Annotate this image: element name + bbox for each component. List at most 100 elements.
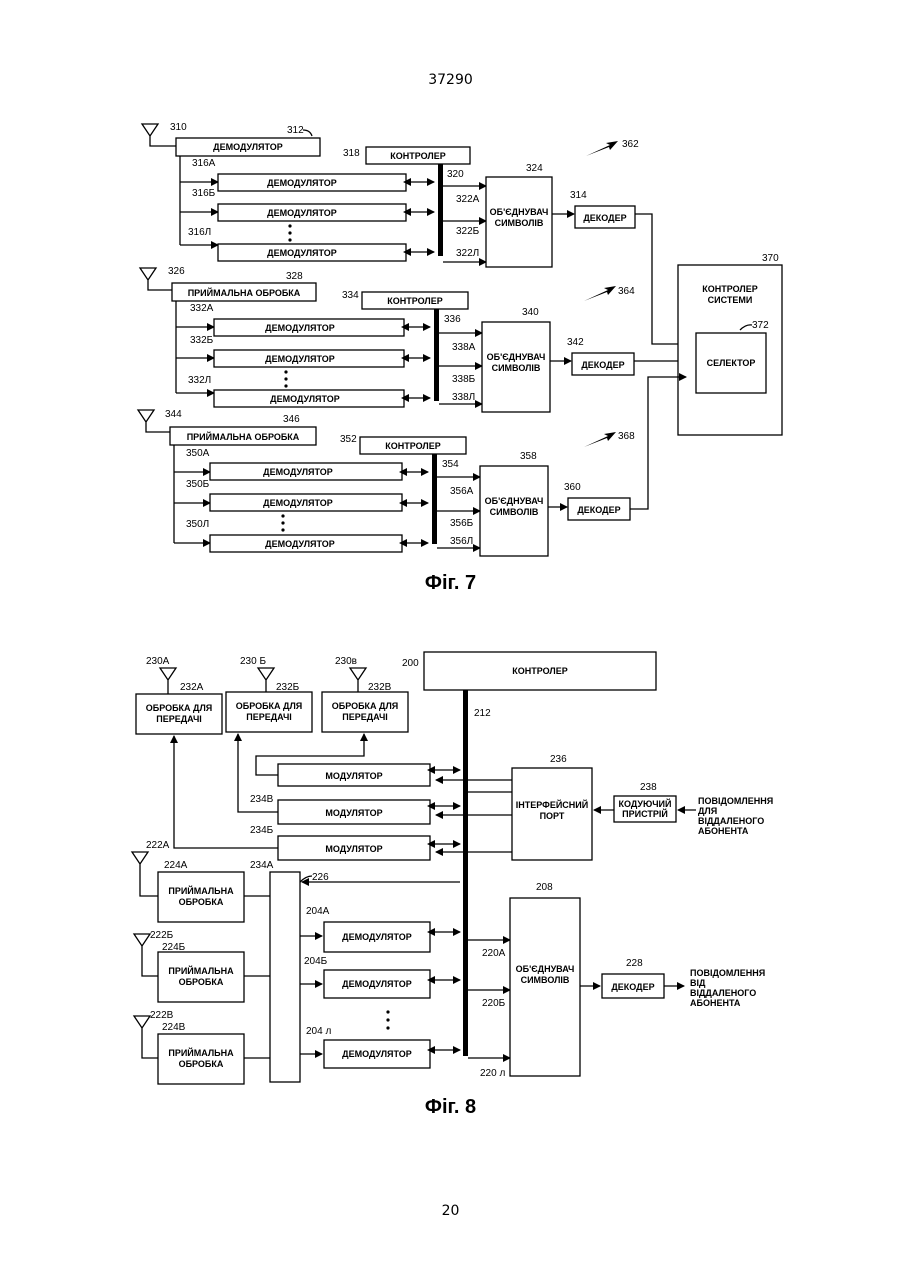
msg-for-line4: АБОНЕНТА bbox=[698, 826, 749, 836]
label-356B: 356Б bbox=[450, 518, 474, 529]
figure-7-diagram: 310 ДЕМОДУЛЯТОР 312 316А 316Б 316Л ДЕМОД… bbox=[0, 100, 901, 580]
label-316A: 316А bbox=[192, 158, 216, 169]
ellipsis-dots bbox=[284, 370, 287, 387]
label-332B: 332Б bbox=[190, 335, 214, 346]
receive-processing-346-label: ПРИЙМАЛЬНА ОБРОБКА bbox=[187, 431, 300, 442]
symbol-combiner-208-line2: СИМВОЛІВ bbox=[521, 975, 570, 985]
label-350B: 350Б bbox=[186, 479, 210, 490]
antenna-326-label: 326 bbox=[168, 266, 185, 277]
decoder-342-ref: 342 bbox=[567, 337, 584, 348]
decoder-228-ref: 228 bbox=[626, 958, 643, 969]
tx-232A-line2: ПЕРЕДАЧІ bbox=[156, 714, 202, 724]
label-338L: 338Л bbox=[452, 392, 475, 403]
msg-for-line3: ВІДДАЛЕНОГО bbox=[698, 816, 764, 826]
antenna-222A-icon bbox=[132, 852, 158, 896]
system-controller-line2: СИСТЕМИ bbox=[708, 295, 753, 305]
interface-port-line1: ІНТЕРФЕЙСНИЙ bbox=[516, 799, 588, 810]
receive-processing-346-ref: 346 bbox=[283, 414, 300, 425]
label-338A: 338А bbox=[452, 342, 476, 353]
label-220L: 220 л bbox=[480, 1068, 505, 1079]
rx-224B-line2: ОБРОБКА bbox=[179, 977, 224, 987]
selector-ref: 372 bbox=[752, 320, 769, 331]
label-338B: 338Б bbox=[452, 374, 476, 385]
arrow-368-ref: 368 bbox=[618, 431, 635, 442]
bus-336-ref: 336 bbox=[444, 314, 461, 325]
antenna-230A-label: 230А bbox=[146, 656, 170, 667]
ellipsis-dots bbox=[386, 1010, 389, 1029]
demodulator-316L-label: ДЕМОДУЛЯТОР bbox=[267, 248, 337, 258]
tx-232B-ref: 232Б bbox=[276, 682, 300, 693]
rx-224B-ref: 224Б bbox=[162, 942, 186, 953]
modulator-234A-ref: 234А bbox=[250, 860, 274, 871]
msg-for-line1: ПОВІДОМЛЕННЯ bbox=[698, 796, 773, 806]
modulator-234C-ref: 234В bbox=[250, 794, 274, 805]
symbol-combiner-340-ref: 340 bbox=[522, 307, 539, 318]
demod-204L-ref: 204 л bbox=[306, 1026, 331, 1037]
interface-port-ref: 236 bbox=[550, 754, 567, 765]
controller-352-ref: 352 bbox=[340, 434, 357, 445]
demodulator-350B-label: ДЕМОДУЛЯТОР bbox=[263, 498, 333, 508]
antenna-222C-label: 222В bbox=[150, 1010, 174, 1021]
symbol-combiner-324-line1: ОБ'ЄДНУВАЧ bbox=[490, 207, 549, 217]
arrow-362-icon bbox=[586, 141, 618, 156]
switch-226-box bbox=[270, 872, 300, 1082]
label-332L: 332Л bbox=[188, 375, 211, 386]
rx-224A-line1: ПРИЙМАЛЬНА bbox=[168, 885, 234, 896]
symbol-combiner-340-line1: ОБ'ЄДНУВАЧ bbox=[487, 352, 546, 362]
modulator-234B-label: МОДУЛЯТОР bbox=[325, 808, 382, 818]
antenna-222C-icon bbox=[134, 1016, 158, 1058]
label-322A: 322А bbox=[456, 194, 480, 205]
ellipsis-dots bbox=[281, 514, 284, 531]
bus-354-ref: 354 bbox=[442, 459, 459, 470]
antenna-230C-icon bbox=[350, 668, 366, 692]
tx-232B-line1: ОБРОБКА ДЛЯ bbox=[236, 701, 303, 711]
decoder-314-label: ДЕКОДЕР bbox=[583, 213, 626, 223]
controller-318-label: КОНТРОЛЕР bbox=[390, 151, 445, 161]
label-316L: 316Л bbox=[188, 227, 211, 238]
decoder-342-label: ДЕКОДЕР bbox=[581, 360, 624, 370]
decoder-360-label: ДЕКОДЕР bbox=[577, 505, 620, 515]
bus-354 bbox=[432, 454, 437, 544]
demodulator-204B-label: ДЕМОДУЛЯТОР bbox=[342, 979, 412, 989]
rx-224C-line2: ОБРОБКА bbox=[179, 1059, 224, 1069]
msg-from-line1: ПОВІДОМЛЕННЯ bbox=[690, 968, 765, 978]
label-356A: 356А bbox=[450, 486, 474, 497]
system-controller-ref: 370 bbox=[762, 253, 779, 264]
antenna-222A-label: 222А bbox=[146, 840, 170, 851]
interface-port-line2: ПОРТ bbox=[540, 811, 565, 821]
tx-232C-line2: ПЕРЕДАЧІ bbox=[342, 712, 388, 722]
antenna-222B-label: 222Б bbox=[150, 930, 174, 941]
antenna-230B-icon bbox=[258, 668, 274, 692]
label-220B: 220Б bbox=[482, 998, 506, 1009]
demod-204B-ref: 204Б bbox=[304, 956, 328, 967]
controller-200-ref: 200 bbox=[402, 658, 419, 669]
rx-224B-line1: ПРИЙМАЛЬНА bbox=[168, 965, 234, 976]
selector-label: СЕЛЕКТОР bbox=[707, 358, 756, 368]
coder-line1: КОДУЮЧИЙ bbox=[619, 798, 672, 809]
symbol-combiner-324-line2: СИМВОЛІВ bbox=[495, 218, 544, 228]
antenna-230B-label: 230 Б bbox=[240, 656, 266, 667]
tx-232B-line2: ПЕРЕДАЧІ bbox=[246, 712, 292, 722]
bus-320 bbox=[438, 164, 443, 256]
coder-line2: ПРИСТРІЙ bbox=[622, 808, 668, 819]
label-322B: 322Б bbox=[456, 226, 480, 237]
antenna-230A-icon bbox=[160, 668, 176, 694]
demodulator-204L-label: ДЕМОДУЛЯТОР bbox=[342, 1049, 412, 1059]
coder-ref: 238 bbox=[640, 782, 657, 793]
demodulator-316B-label: ДЕМОДУЛЯТОР bbox=[267, 208, 337, 218]
symbol-combiner-208-line1: ОБ'ЄДНУВАЧ bbox=[516, 964, 575, 974]
antenna-310-label: 310 bbox=[170, 122, 187, 133]
tx-232C-line1: ОБРОБКА ДЛЯ bbox=[332, 701, 399, 711]
decoder-360-ref: 360 bbox=[564, 482, 581, 493]
demodulator-332L-label: ДЕМОДУЛЯТОР bbox=[270, 394, 340, 404]
bus-320-ref: 320 bbox=[447, 169, 464, 180]
rx-224A-ref: 224А bbox=[164, 860, 188, 871]
symbol-combiner-340-line2: СИМВОЛІВ bbox=[492, 363, 541, 373]
msg-for-line2: ДЛЯ bbox=[698, 806, 717, 816]
demodulator-204A-label: ДЕМОДУЛЯТОР bbox=[342, 932, 412, 942]
label-350A: 350А bbox=[186, 448, 210, 459]
symbol-combiner-208-box bbox=[510, 898, 580, 1076]
rx-224C-line1: ПРИЙМАЛЬНА bbox=[168, 1047, 234, 1058]
controller-352-label: КОНТРОЛЕР bbox=[385, 441, 440, 451]
label-332A: 332А bbox=[190, 303, 214, 314]
